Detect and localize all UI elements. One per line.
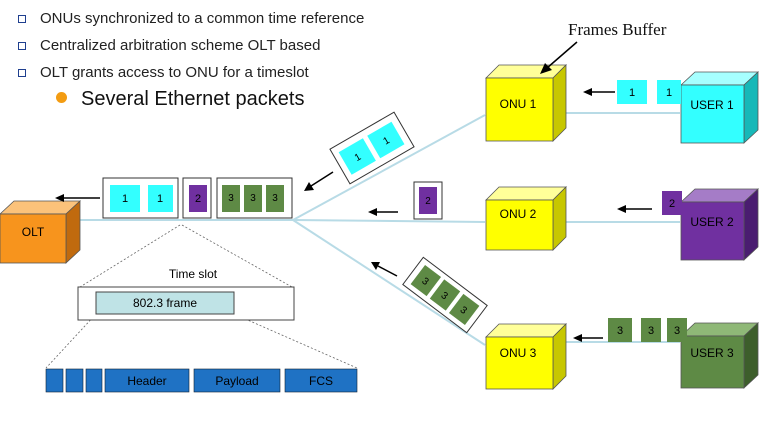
bullet-item: Centralized arbitration scheme OLT based <box>18 33 364 60</box>
packet-label: 3 <box>272 193 278 204</box>
timeslot-onu-2: 2 <box>182 177 212 219</box>
frames-buffer-label: Frames Buffer <box>568 20 667 39</box>
bullet-item: OLT grants access to ONU for a timeslot <box>18 60 364 87</box>
onu-3-frame-in-transit: 3 3 3 <box>402 256 488 334</box>
timeslot-onu-3: 3 3 3 <box>216 177 293 219</box>
bullet-list: ONUs synchronized to a common time refer… <box>18 6 364 87</box>
packet-label: 1 <box>157 193 163 205</box>
packet-label: 3 <box>648 325 654 337</box>
sub-bullet-text: Several Ethernet packets <box>81 88 305 110</box>
payload-field-label: Payload <box>215 374 258 388</box>
user-2-packet: 2 <box>662 191 682 215</box>
square-bullet-icon <box>18 15 26 23</box>
timeslot-label: Time slot <box>169 267 218 281</box>
onu-1-box: ONU 1 <box>485 64 567 142</box>
bullet-text: Centralized arbitration scheme OLT based <box>40 37 321 54</box>
onu-1-frame-in-transit: 1 1 <box>329 111 415 185</box>
frame-label: 802.3 frame <box>133 296 197 310</box>
user-1-box: USER 1 <box>679 71 760 144</box>
frame-fields: Header Payload FCS <box>45 368 358 393</box>
packet-label: 2 <box>425 196 431 207</box>
fcs-field-label: FCS <box>309 374 333 388</box>
sub-bullet: Several Ethernet packets <box>56 88 304 111</box>
square-bullet-icon <box>18 42 26 50</box>
bullet-text: ONUs synchronized to a common time refer… <box>40 10 365 27</box>
user-2-label: USER 2 <box>690 215 734 229</box>
packet-label: 1 <box>629 87 635 99</box>
packet-label: 3 <box>419 276 430 288</box>
bullet-text: OLT grants access to ONU for a timeslot <box>40 64 309 81</box>
packet-label: 3 <box>439 290 450 302</box>
user-2-box: USER 2 <box>679 188 760 261</box>
onu-3-label: ONU 3 <box>500 346 537 360</box>
packet-label: 2 <box>195 193 201 205</box>
packet-label: 1 <box>381 135 392 148</box>
packet-label: 3 <box>228 193 234 204</box>
onu-2-box: ONU 2 <box>485 186 567 251</box>
round-bullet-icon <box>56 92 67 103</box>
packet-label: 3 <box>617 325 623 337</box>
onu-2-frame-in-transit: 2 <box>413 181 443 220</box>
packet-label: 3 <box>674 325 680 337</box>
onu-1-label: ONU 1 <box>500 97 537 111</box>
header-field-label: Header <box>127 374 166 388</box>
bullet-item: ONUs synchronized to a common time refer… <box>18 6 364 33</box>
timeslot-onu-1: 1 1 <box>102 177 179 219</box>
packet-label: 1 <box>122 193 128 205</box>
user-3-packets: 3 3 3 <box>608 318 687 342</box>
user-1-label: USER 1 <box>690 98 734 112</box>
packet-label: 3 <box>250 193 256 204</box>
user-1-packets: 1 1 <box>617 80 681 104</box>
user-3-box: USER 3 <box>679 322 760 389</box>
onu-3-box: ONU 3 <box>485 323 567 390</box>
olt-box: OLT <box>0 200 82 264</box>
packet-label: 2 <box>669 198 675 210</box>
onu-2-label: ONU 2 <box>500 207 537 221</box>
frame-box <box>95 291 235 315</box>
packet-label: 1 <box>666 87 672 99</box>
square-bullet-icon <box>18 69 26 77</box>
user-3-label: USER 3 <box>690 346 734 360</box>
olt-label: OLT <box>22 225 45 239</box>
packet-label: 3 <box>458 305 469 317</box>
packet-label: 1 <box>353 151 364 164</box>
